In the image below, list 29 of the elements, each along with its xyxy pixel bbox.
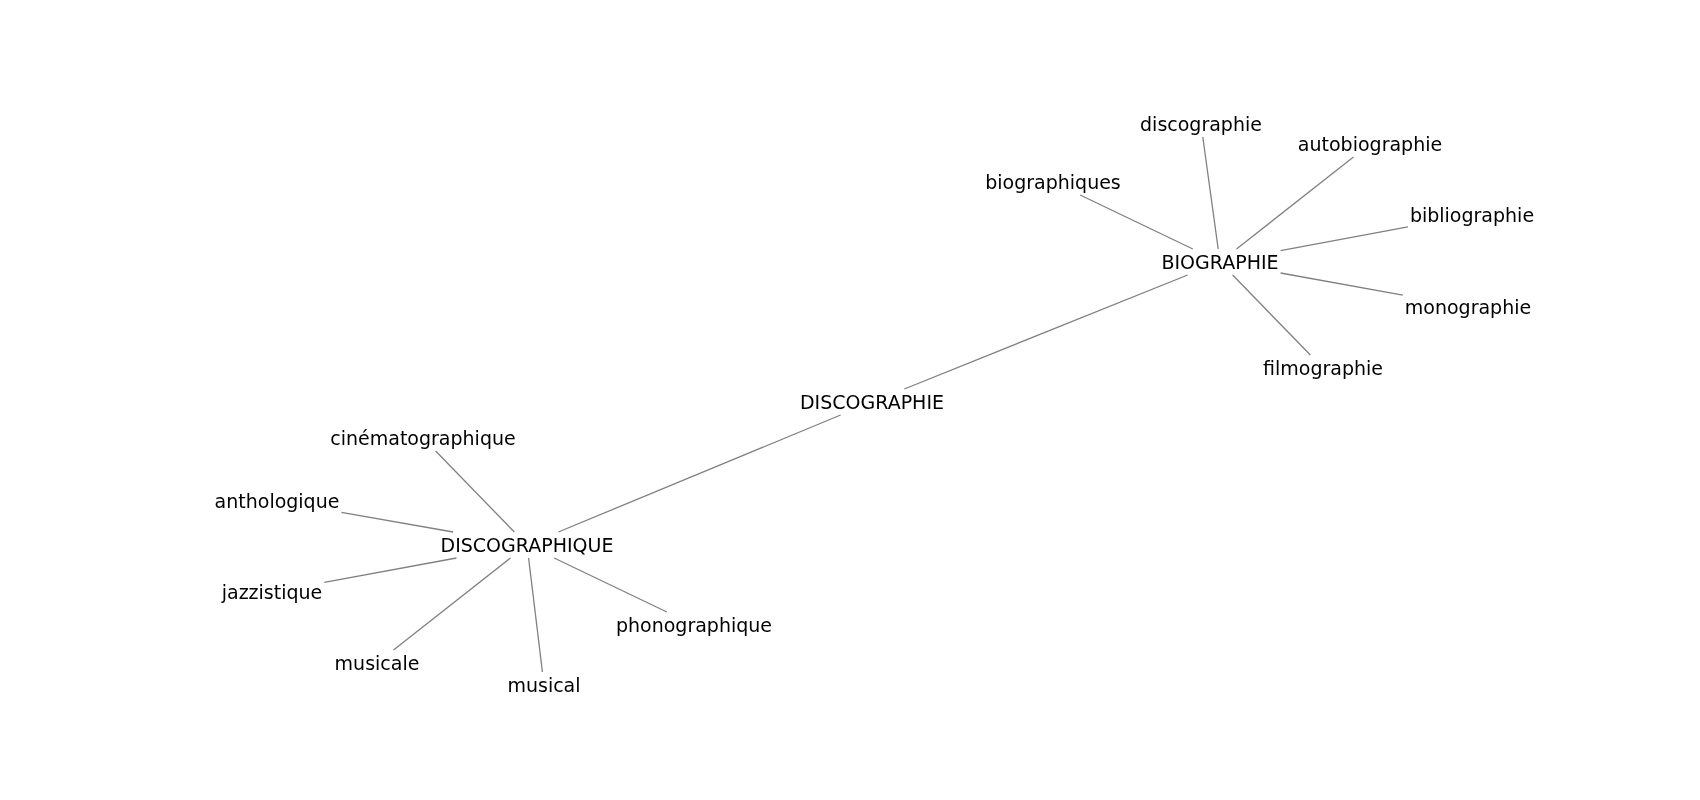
term-label: autobiographie — [1297, 133, 1443, 155]
term-label: phonographique — [615, 614, 773, 636]
term-label: anthologique — [214, 490, 340, 512]
connector-line — [1202, 136, 1219, 250]
term-label: bibliographie — [1409, 204, 1535, 226]
term-label: biographiques — [985, 171, 1121, 193]
term-label: BIOGRAPHIE — [1161, 251, 1279, 273]
connector-line — [340, 511, 454, 533]
term-label: cinématographique — [330, 427, 516, 449]
term-label: DISCOGRAPHIQUE — [440, 534, 614, 556]
term-label: discographie — [1140, 113, 1262, 135]
connector-line — [1079, 194, 1194, 250]
connector-line — [1279, 272, 1404, 296]
connector-line — [1232, 274, 1311, 356]
connector-line — [903, 274, 1189, 390]
connector-line — [527, 557, 544, 673]
term-label: filmographie — [1263, 357, 1383, 379]
connector-line — [435, 450, 515, 533]
term-label: musicale — [334, 652, 420, 674]
connector-line — [1279, 226, 1409, 252]
connector-line — [392, 557, 512, 651]
term-label: jazzistique — [221, 581, 323, 603]
connector-line — [553, 557, 668, 613]
term-label: musical — [507, 674, 581, 696]
term-label: DISCOGRAPHIE — [800, 391, 944, 413]
term-label: monographie — [1404, 296, 1532, 318]
connector-line — [557, 414, 842, 533]
connector-line — [323, 557, 458, 583]
connector-line — [1235, 156, 1355, 250]
